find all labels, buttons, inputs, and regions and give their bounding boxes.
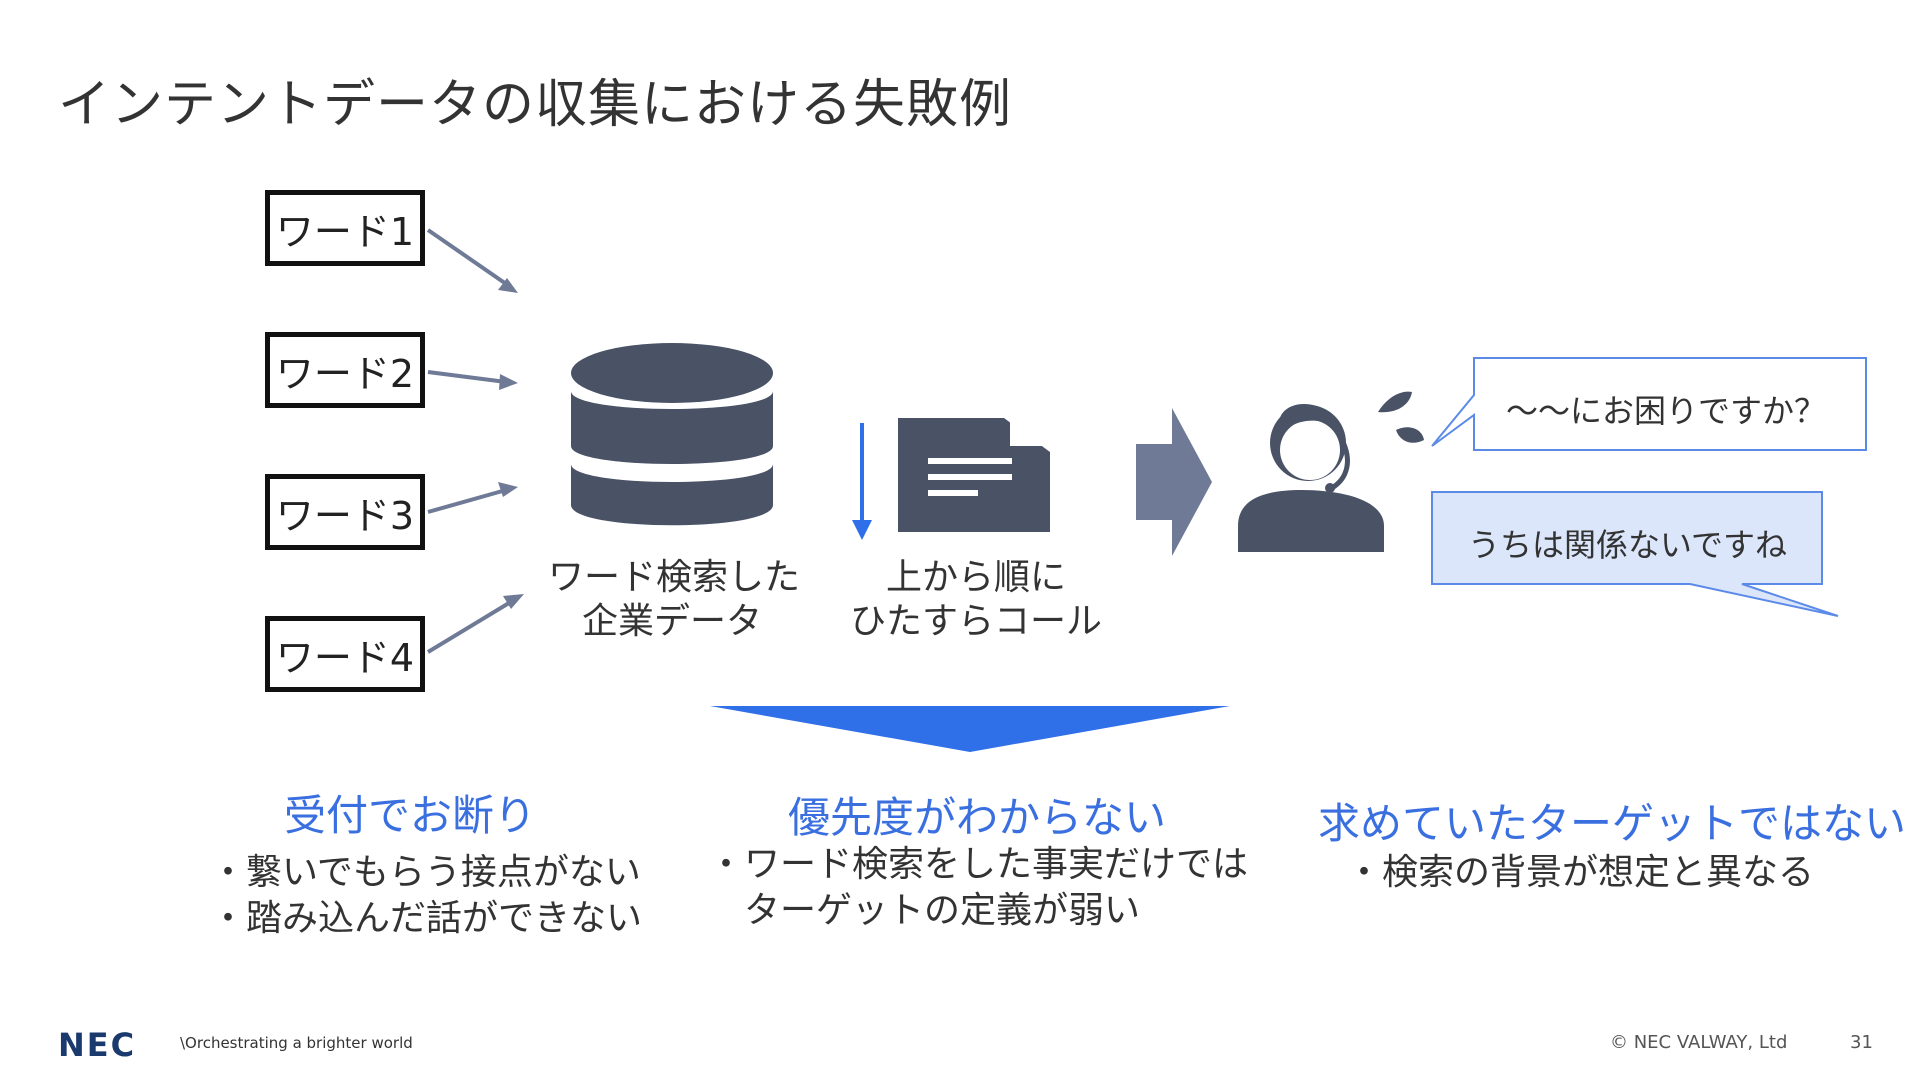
word-arrow-3 [427, 488, 507, 514]
sweat-drop-2 [1396, 427, 1424, 443]
database-label-line-1: ワード検索した [548, 557, 801, 598]
call-label-line-2: ひたすらコール [849, 601, 1102, 642]
word-arrow-4 [426, 598, 516, 654]
word-box-1: ワード1 [265, 190, 425, 266]
word-arrows [426, 228, 524, 654]
result-2-bullet-2: ターゲットの定義が弱い [708, 890, 1141, 931]
speech-bubble-customer [1431, 491, 1839, 617]
word-box-2: ワード2 [265, 332, 425, 408]
word-arrow-1 [426, 228, 514, 290]
result-heading-1: 受付でお断り [284, 791, 537, 840]
big-right-arrow-icon [1136, 408, 1212, 556]
call-label: 上から順に ひたすらコール [846, 556, 1106, 644]
page-title: インテントデータの収集における失敗例 [58, 75, 1013, 135]
word-box-3: ワード3 [265, 474, 425, 550]
result-bullets-3: ・検索の背景が想定と異なる [1346, 850, 1814, 896]
call-label-line-1: 上から順に [885, 557, 1066, 598]
result-bullets-2: ・ワード検索をした事実だけでは ターゲットの定義が弱い [708, 842, 1248, 934]
footer-copyright: © NEC VALWAY, Ltd [1610, 1032, 1788, 1053]
word-arrow-1-head [498, 278, 518, 293]
document-icon [898, 418, 1050, 532]
result-1-bullet-1: ・繋いでもらう接点がない [210, 852, 641, 893]
database-icon [571, 343, 773, 526]
speech-bubble-operator [1431, 357, 1867, 451]
word-arrow-3-head [498, 482, 518, 497]
bubble-customer-text: うちは関係ないですね [1468, 526, 1788, 564]
result-3-bullet-1: ・検索の背景が想定と異なる [1346, 852, 1815, 893]
down-arrow-icon [852, 423, 872, 540]
sweat-drop-1 [1378, 391, 1412, 413]
bubble-operator-text: ～～にお困りですか？ [1506, 392, 1827, 430]
word-box-4: ワード4 [265, 616, 425, 692]
result-bullets-1: ・繋いでもらう接点がない ・踏み込んだ話ができない [210, 850, 642, 942]
result-chevron-icon [710, 706, 1230, 752]
result-heading-3: 求めていたターゲットではない [1318, 799, 1907, 848]
database-label: ワード検索した 企業データ [548, 556, 801, 644]
word-arrow-4-head [503, 594, 524, 609]
word-arrow-2 [427, 370, 507, 384]
result-heading-2: 優先度がわからない [788, 793, 1167, 842]
word-arrow-2-head [499, 374, 518, 390]
result-1-bullet-2: ・踏み込んだ話ができない [210, 898, 643, 939]
operator-headset-icon [1238, 391, 1424, 552]
page-number: 31 [1850, 1032, 1873, 1053]
result-2-bullet-1: ・ワード検索をした事実だけでは [708, 844, 1249, 885]
database-label-line-2: 企業データ [581, 601, 762, 642]
footer-tagline: \Orchestrating a brighter world [180, 1034, 413, 1052]
nec-logo: NEC [58, 1026, 137, 1064]
